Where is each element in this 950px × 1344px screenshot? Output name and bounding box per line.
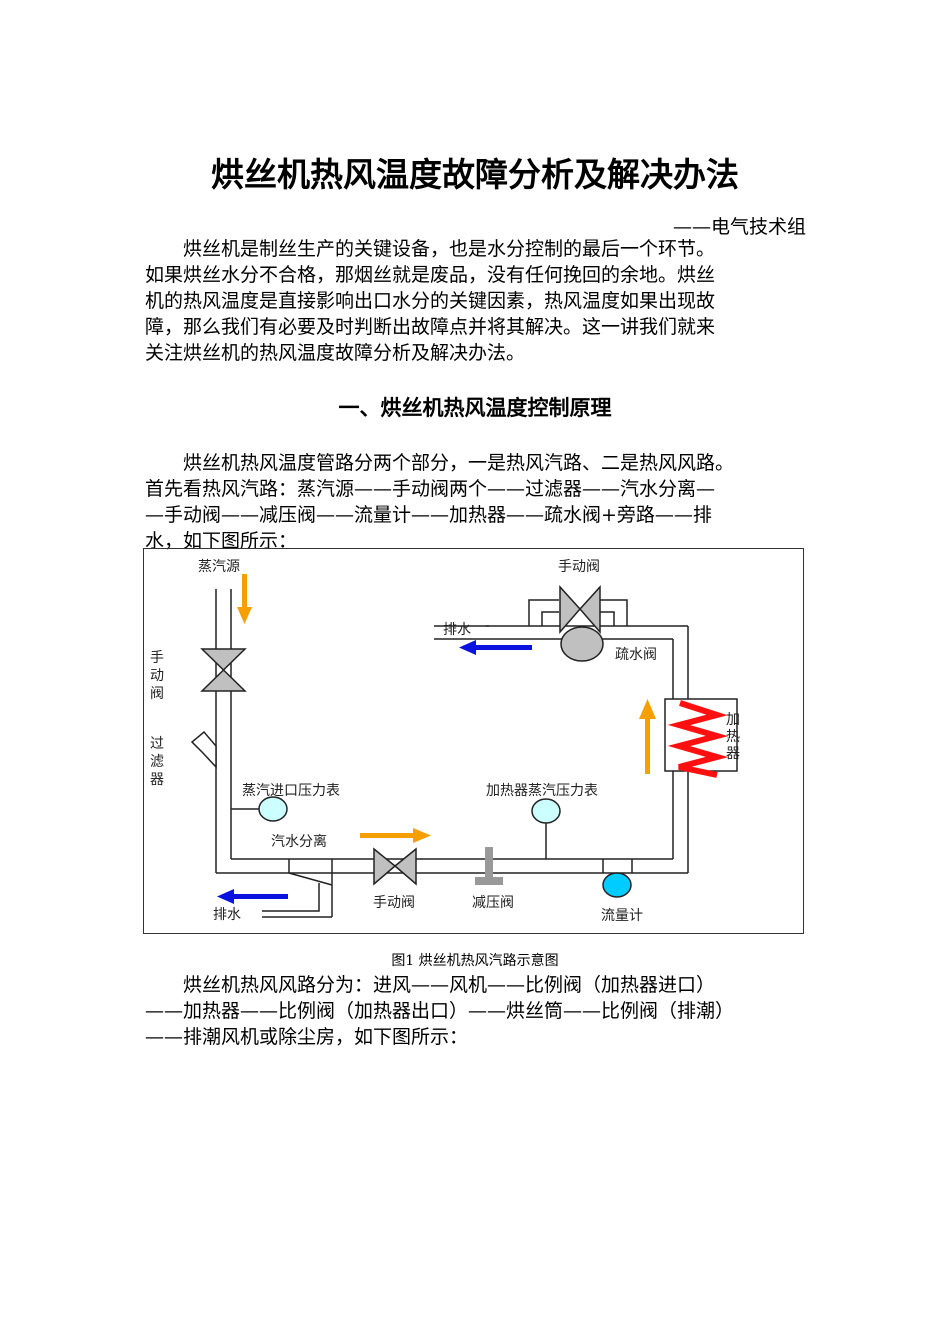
diagram-canvas: 蒸汽源 手 动 阀 过 滤 器 蒸汽进口压力表 汽水分离 排水 手动阀 减压阀 … — [150, 559, 740, 924]
steam-flow-arrow-right — [360, 828, 431, 843]
bypass-pipe — [599, 611, 615, 626]
label-filter-v: 器 — [150, 772, 164, 788]
document-title: 烘丝机热风温度故障分析及解决办法 — [211, 155, 739, 194]
label-flow-meter: 流量计 — [601, 908, 643, 924]
reducing-valve-stem — [485, 847, 493, 877]
label-manual-valve-v: 动 — [150, 668, 164, 684]
label-heater-v: 加 — [726, 712, 740, 728]
text-line: 首先看热风汽路：蒸汽源——手动阀两个——过滤器——汽水分离— — [145, 478, 716, 500]
text-line: ——加热器——比例阀（加热器出口）——烘丝筒——比例阀（排潮） — [145, 1000, 735, 1022]
section-heading: 一、烘丝机热风温度控制原理 — [338, 396, 612, 420]
heater-coil-icon — [667, 700, 729, 778]
air-path-paragraph: 烘丝机热风风路分为：进风——风机——比例阀（加热器进口） ——加热器——比例阀（… — [145, 972, 815, 1050]
text-line: 烘丝机是制丝生产的关键设备，也是水分控制的最后一个环节。 — [145, 238, 716, 260]
drain-pipe — [262, 883, 320, 912]
label-steam-trap: 疏水阀 — [615, 647, 657, 663]
text-line: ——排潮风机或除尘房，如下图所示： — [145, 1026, 469, 1048]
pipe-line — [288, 872, 333, 886]
text-line: —手动阀——减压阀——流量计——加热器——疏水阀+旁路——排 — [145, 504, 712, 526]
heater-pressure-gauge-icon — [531, 798, 561, 824]
manual-valve-icon — [373, 847, 417, 886]
flow-meter-icon — [602, 872, 632, 898]
intro-paragraph: 烘丝机是制丝生产的关键设备，也是水分控制的最后一个环节。 如果烘丝水分不合格，那… — [145, 236, 815, 366]
drain-arrow-top — [459, 640, 532, 655]
text-line: 水，如下图所示： — [145, 530, 298, 552]
text-line: 如果烘丝水分不合格，那烟丝就是废品，没有任何挽回的余地。烘丝 — [145, 264, 716, 286]
label-inlet-pressure-gauge: 蒸汽进口压力表 — [242, 783, 340, 799]
steam-path-paragraph: 烘丝机热风温度管路分两个部分，一是热风汽路、二是热风风路。 首先看热风汽路：蒸汽… — [145, 450, 815, 554]
bypass-pipe — [528, 599, 559, 626]
label-manual-valve-bottom: 手动阀 — [373, 895, 415, 911]
label-manual-valve-v: 手 — [150, 650, 164, 666]
label-drain-top: 排水 — [443, 622, 471, 638]
label-drain-bottom: 排水 — [213, 907, 241, 923]
label-steam-source: 蒸汽源 — [198, 559, 240, 575]
label-manual-valve-top: 手动阀 — [558, 559, 600, 575]
text-line: 障，那么我们有必要及时判断出故障点并将其解决。这一讲我们就来 — [145, 316, 716, 338]
filter-icon — [190, 730, 217, 769]
label-steam-water-separator: 汽水分离 — [271, 833, 327, 850]
label-heater-v: 器 — [726, 746, 740, 762]
label-reducing-valve: 减压阀 — [472, 895, 514, 911]
text-line: 关注烘丝机的热风温度故障分析及解决办法。 — [145, 342, 526, 364]
drain-arrow-bottom — [217, 889, 288, 904]
manual-valve-icon — [559, 585, 601, 635]
text-line: 机的热风温度是直接影响出口水分的关键因素，热风温度如果出现故 — [145, 290, 716, 312]
inlet-pressure-gauge-icon — [258, 796, 288, 822]
manual-valve-icon — [200, 648, 247, 692]
steam-path-diagram: 蒸汽源 手 动 阀 过 滤 器 蒸汽进口压力表 汽水分离 排水 手动阀 减压阀 … — [143, 548, 804, 934]
text-line: 烘丝机热风温度管路分两个部分，一是热风汽路、二是热风风路。 — [145, 452, 735, 474]
byline: ——电气技术组 — [672, 216, 806, 238]
bypass-pipe — [599, 599, 628, 626]
text-line: 烘丝机热风风路分为：进风——风机——比例阀（加热器进口） — [145, 974, 716, 996]
label-heater-pressure-gauge: 加热器蒸汽压力表 — [486, 783, 598, 799]
label-filter-v: 过 — [150, 736, 164, 752]
steam-trap-icon — [560, 626, 604, 662]
label-manual-valve-v: 阀 — [150, 686, 164, 702]
steam-flow-arrow-down — [237, 574, 252, 624]
reducing-valve-base — [475, 877, 503, 885]
steam-flow-arrow-up — [639, 699, 656, 774]
figure-caption: 图1 烘丝机热风汽路示意图 — [391, 953, 559, 969]
bypass-pipe — [541, 611, 559, 626]
label-filter-v: 滤 — [150, 754, 164, 770]
label-heater-v: 热 — [726, 729, 740, 745]
